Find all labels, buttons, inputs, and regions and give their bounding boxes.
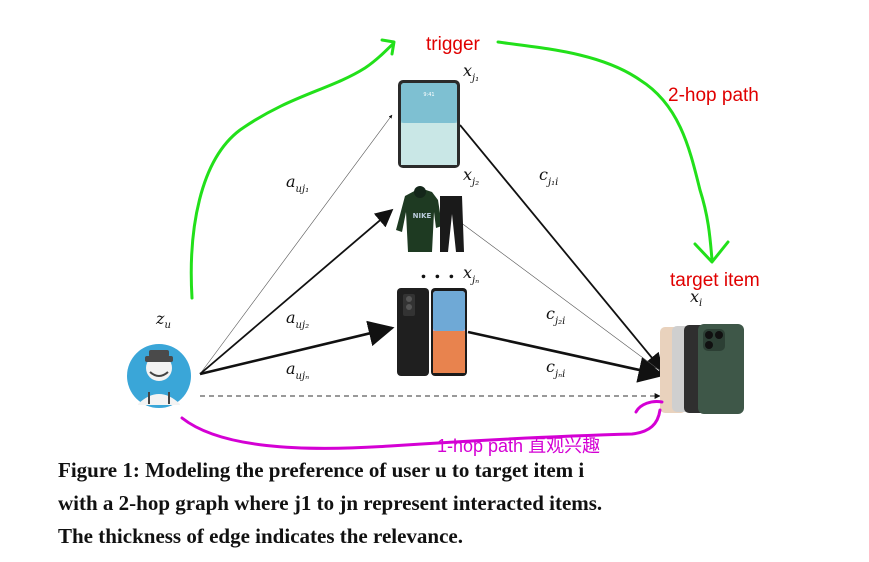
phone-image	[397, 288, 467, 376]
user-label: zu	[155, 309, 171, 331]
edge-user-item2	[199, 208, 394, 375]
itemn-label: xjₙ	[463, 263, 479, 286]
item1-label: xj₁	[463, 61, 479, 84]
one-hop-magenta-path	[180, 400, 664, 450]
target-label: xi	[690, 287, 702, 309]
tablet-image: 9:41	[398, 80, 460, 168]
caption-line-2: with a 2-hop graph where j1 to jn repres…	[58, 491, 603, 515]
edge-item1-target	[459, 124, 664, 372]
edge-label-a1: auj₁	[286, 172, 309, 195]
edge-user-itemn	[199, 320, 395, 376]
edge-label-an: aujₙ	[286, 359, 309, 382]
edge-label-c2: cj₂i	[546, 304, 565, 327]
edge-user-item1	[199, 114, 393, 375]
caption-line-1: Figure 1: Modeling the preference of use…	[58, 458, 585, 482]
trigger-annotation: trigger	[426, 34, 481, 55]
target-item-annotation: target item	[670, 270, 760, 291]
edge-item2-target	[459, 221, 663, 373]
user-avatar	[127, 344, 191, 408]
ellipsis: . . .	[420, 259, 455, 283]
item2-label: xj₂	[463, 165, 479, 188]
target-phones-image	[660, 324, 744, 414]
edge-label-a2: auj₂	[286, 308, 309, 331]
clothes-image: NIKE	[396, 186, 464, 252]
edge-label-c1: cj₁i	[539, 165, 558, 188]
svg-text:NIKE: NIKE	[413, 212, 432, 220]
two-hop-green-path	[189, 38, 730, 300]
svg-text:9:41: 9:41	[423, 92, 434, 98]
edge-itemn-target	[467, 330, 665, 383]
one-hop-annotation: 1-hop path 直观兴趣	[437, 436, 600, 456]
two-hop-annotation: 2-hop path	[668, 85, 759, 106]
caption-line-3: The thickness of edge indicates the rele…	[58, 524, 463, 548]
figure-caption: Figure 1: Modeling the preference of use…	[58, 454, 858, 553]
edge-label-cn: cjₙi	[546, 357, 565, 380]
